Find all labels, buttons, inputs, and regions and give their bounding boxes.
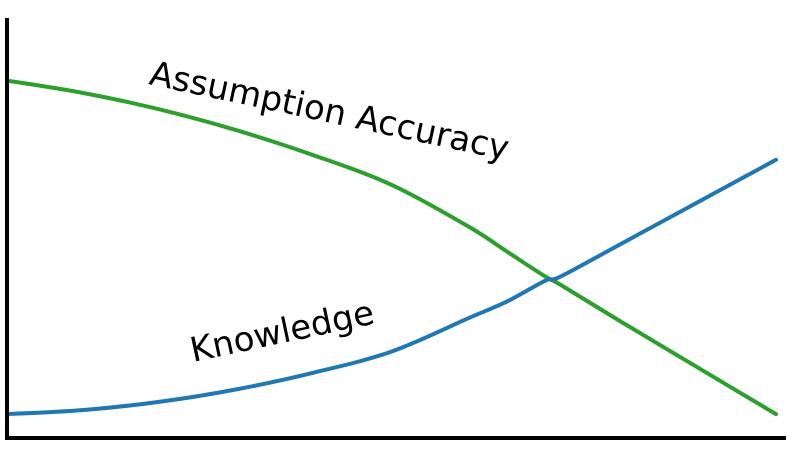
knowledge-label: Knowledge bbox=[187, 293, 378, 371]
series-line-knowledge bbox=[5, 157, 778, 417]
plot-lines bbox=[5, 78, 778, 417]
series-line-assumption-accuracy bbox=[5, 78, 778, 417]
assumption-accuracy-label: Assumption Accuracy bbox=[146, 54, 512, 169]
